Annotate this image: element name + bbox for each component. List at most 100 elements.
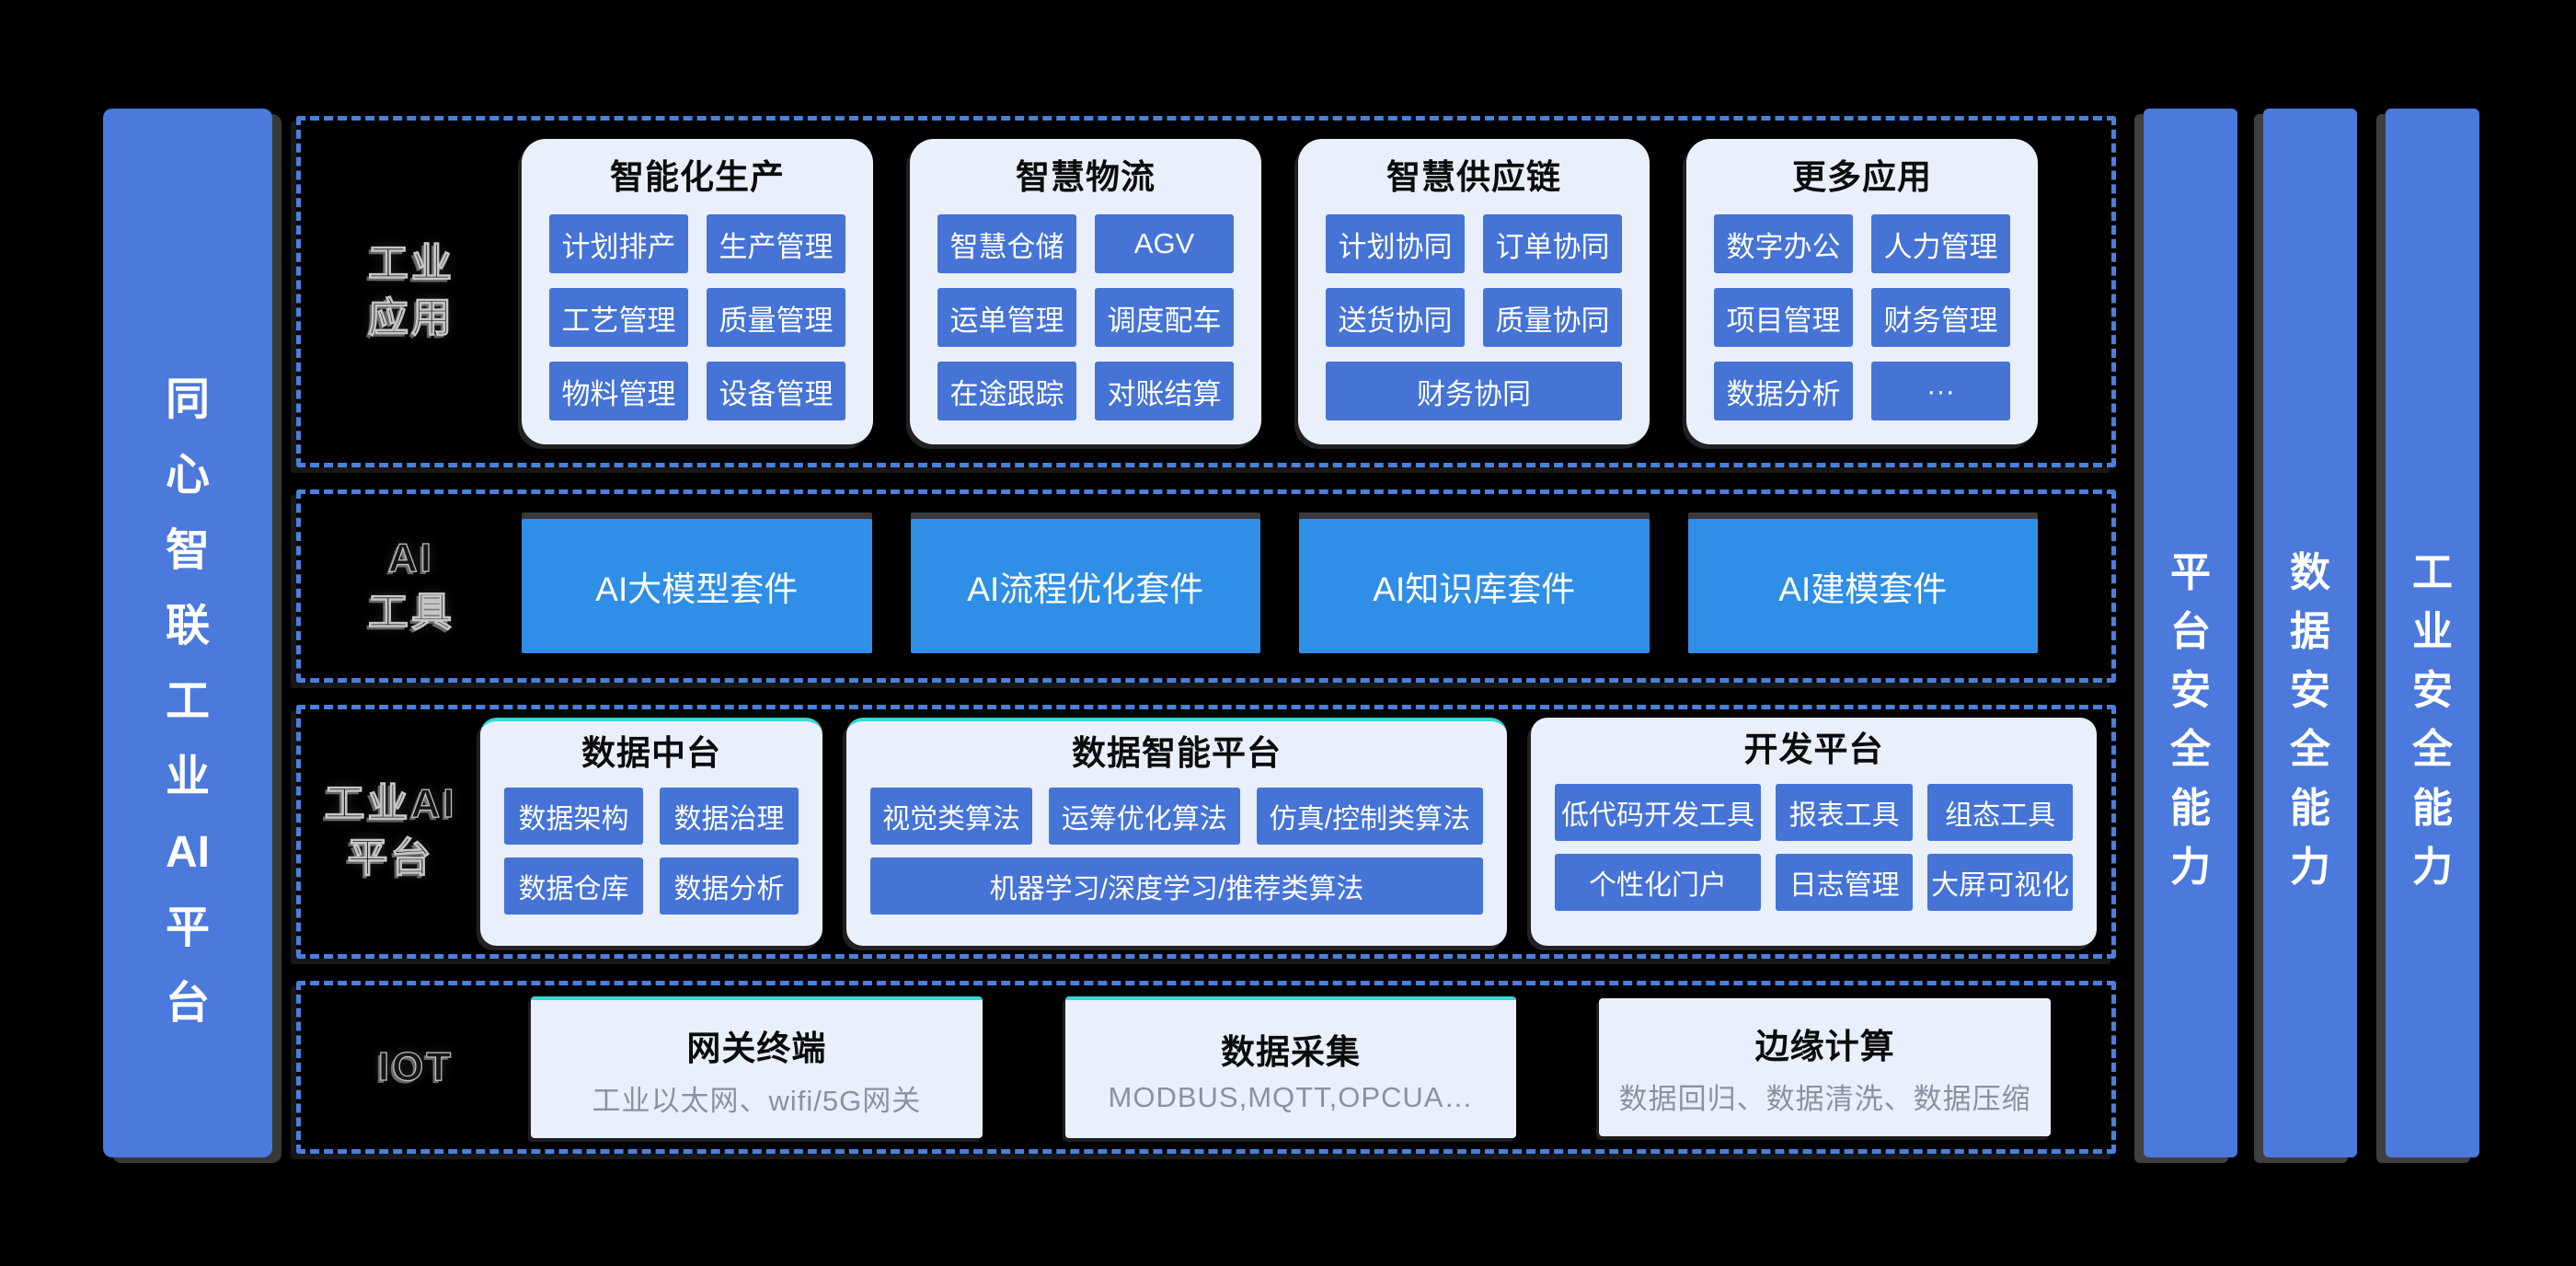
row-industrial-ai-platform: 工业AI 平台 数据中台 数据架构 数据治理 数据仓库 数据分析 数据智能平台 … [296, 705, 2116, 959]
feature-chip: 对账结算 [1095, 362, 1234, 420]
feature-chip: 质量管理 [707, 288, 845, 347]
security-bar-text: 工 业 安 全 能 力 [2386, 109, 2479, 1157]
feature-chip: 仿真/控制类算法 [1256, 788, 1483, 845]
card-title: 智慧物流 [1016, 158, 1156, 196]
card-button-grid: 计划协同 订单协同 送货协同 质量协同 财务协同 [1326, 214, 1622, 420]
bar-char: 工 [2412, 550, 2453, 595]
bar-char: 能 [2290, 786, 2330, 831]
bar-char: 能 [2412, 786, 2453, 831]
iot-cards: 网关终端 工业以太网、wifi/5G网关 数据采集 MODBUS,MQTT,OP… [531, 996, 2111, 1138]
title-char: 心 [165, 451, 210, 500]
row-label-iot: IOT [301, 1043, 531, 1092]
card-data-middle-platform: 数据中台 数据架构 数据治理 数据仓库 数据分析 [480, 718, 822, 946]
row-label-line: 工业AI [324, 781, 457, 827]
title-char: 平 [165, 903, 210, 952]
row-label-line: 工业 [367, 241, 454, 287]
card-title: 开发平台 [1743, 731, 1884, 768]
ai-suite-button: AI建模套件 [1687, 519, 2038, 653]
card-button-grid: 智慧仓储 AGV 运单管理 调度配车 在途跟踪 对账结算 [937, 214, 1234, 420]
security-bar-text: 数 据 安 全 能 力 [2263, 109, 2357, 1157]
bar-char: 全 [2170, 727, 2211, 772]
card-data-intelligence-platform: 数据智能平台 视觉类算法 运筹优化算法 仿真/控制类算法 机器学习/深度学习/推… [846, 718, 1507, 946]
feature-chip: 数据治理 [660, 788, 799, 845]
card-title: 智慧供应链 [1386, 158, 1561, 196]
card-smart-production: 智能化生产 计划排产 生产管理 工艺管理 质量管理 物料管理 设备管理 [522, 139, 873, 444]
platform-title-bar: 同 心 智 联 工 业 AI 平 台 [103, 109, 272, 1157]
feature-chip: 日志管理 [1776, 854, 1914, 911]
ai-suite-button: AI大模型套件 [522, 519, 872, 653]
security-bar-text: 平 台 安 全 能 力 [2144, 109, 2237, 1157]
feature-chip: 质量协同 [1483, 288, 1622, 347]
card-button-grid: 数据架构 数据治理 数据仓库 数据分析 [504, 788, 799, 915]
feature-chip: 人力管理 [1871, 214, 2010, 273]
industrial-apps-cards: 智能化生产 计划排产 生产管理 工艺管理 质量管理 物料管理 设备管理 智慧物流… [522, 139, 2111, 444]
card-subtitle: 工业以太网、wifi/5G网关 [592, 1084, 922, 1117]
bar-char: 力 [2290, 845, 2330, 890]
title-char: AI [166, 828, 210, 877]
title-char: 同 [165, 375, 210, 424]
card-edge-computing: 边缘计算 数据回归、数据清洗、数据压缩 [1599, 998, 2052, 1136]
feature-chip: 生产管理 [707, 214, 845, 273]
feature-chip: 订单协同 [1483, 214, 1622, 273]
ai-suite-button: AI知识库套件 [1299, 519, 1650, 653]
feature-chip: 数据仓库 [504, 857, 643, 915]
bar-char: 全 [2290, 727, 2330, 772]
row-industrial-apps: 工业 应用 智能化生产 计划排产 生产管理 工艺管理 质量管理 物料管理 设备管… [296, 116, 2116, 467]
card-button-grid: 计划排产 生产管理 工艺管理 质量管理 物料管理 设备管理 [549, 214, 845, 420]
feature-chip: 物料管理 [549, 362, 688, 420]
security-bar-data: 数 据 安 全 能 力 [2263, 109, 2357, 1157]
feature-chip: 财务协同 [1326, 362, 1622, 420]
feature-chip: 大屏可视化 [1927, 854, 2073, 911]
card-title: 数据采集 [1221, 1033, 1361, 1071]
bar-char: 安 [2170, 668, 2211, 713]
ai-suite-button: AI流程优化套件 [910, 519, 1260, 653]
card-gateway-terminal: 网关终端 工业以太网、wifi/5G网关 [531, 996, 983, 1138]
bar-char: 据 [2290, 609, 2330, 654]
row-ai-tools: AI 工具 AI大模型套件 AI流程优化套件 AI知识库套件 AI建模套件 [296, 489, 2116, 683]
bar-char: 安 [2290, 668, 2330, 713]
feature-chip: 设备管理 [707, 362, 845, 420]
feature-chip: 数据分析 [660, 857, 799, 915]
feature-chip: 数据架构 [504, 788, 643, 845]
feature-chip: 计划协同 [1326, 214, 1465, 273]
title-char: 工 [165, 677, 210, 726]
card-more-apps: 更多应用 数字办公 人力管理 项目管理 财务管理 数据分析 ··· [1686, 139, 2038, 444]
row-label-line: IOT [377, 1043, 454, 1089]
bar-char: 业 [2412, 609, 2453, 654]
row-label-ai-tools: AI 工具 [301, 535, 522, 638]
feature-chip: 视觉类算法 [870, 788, 1032, 845]
feature-chip: 运单管理 [937, 288, 1076, 347]
bar-char: 力 [2412, 845, 2453, 890]
row-label-line: 应用 [367, 294, 454, 340]
security-bar-industrial: 工 业 安 全 能 力 [2386, 109, 2479, 1157]
feature-chip: 数字办公 [1714, 214, 1853, 273]
title-char: 智 [165, 526, 210, 575]
card-title: 边缘计算 [1754, 1027, 1895, 1065]
platform-cards: 数据中台 数据架构 数据治理 数据仓库 数据分析 数据智能平台 视觉类算法 运筹… [480, 718, 2111, 946]
feature-chip: 运筹优化算法 [1048, 788, 1240, 845]
card-title: 数据智能平台 [1072, 734, 1282, 772]
card-title: 数据中台 [581, 734, 721, 772]
row-label-industrial-ai-platform: 工业AI 平台 [301, 780, 480, 883]
bar-char: 数 [2290, 550, 2330, 595]
feature-chip: 低代码开发工具 [1555, 784, 1762, 841]
row-label-line: 工具 [367, 589, 454, 635]
bar-char: 能 [2170, 786, 2211, 831]
feature-chip: 调度配车 [1095, 288, 1234, 347]
feature-chip: 在途跟踪 [937, 362, 1076, 420]
bar-char: 全 [2412, 727, 2453, 772]
bar-char: 平 [2170, 550, 2211, 595]
feature-chip: 机器学习/深度学习/推荐类算法 [870, 857, 1483, 915]
row-label-line: AI [387, 535, 434, 581]
title-char: 台 [165, 979, 210, 1028]
card-subtitle: MODBUS,MQTT,OPCUA… [1108, 1081, 1474, 1113]
bar-char: 安 [2412, 668, 2453, 713]
feature-chip: 计划排产 [549, 214, 688, 273]
card-data-collection: 数据采集 MODBUS,MQTT,OPCUA… [1064, 996, 1517, 1138]
feature-chip: 财务管理 [1871, 288, 2010, 347]
card-smart-supply-chain: 智慧供应链 计划协同 订单协同 送货协同 质量协同 财务协同 [1298, 139, 1650, 444]
feature-chip-ellipsis: ··· [1871, 362, 2010, 420]
card-button-grid: 低代码开发工具 报表工具 组态工具 个性化门户 日志管理 大屏可视化 [1555, 784, 2073, 911]
bar-char: 台 [2170, 609, 2211, 654]
